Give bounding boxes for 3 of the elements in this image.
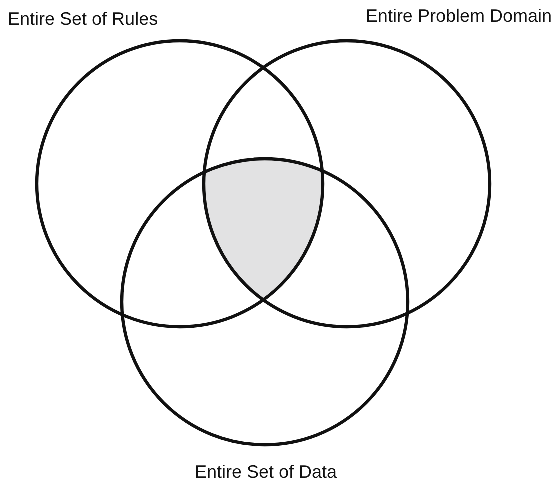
set-label: Entire Set of Data [194,461,338,483]
set-label: Entire Set of Rules [8,8,158,30]
set-label: Entire Problem Domain [366,5,552,27]
